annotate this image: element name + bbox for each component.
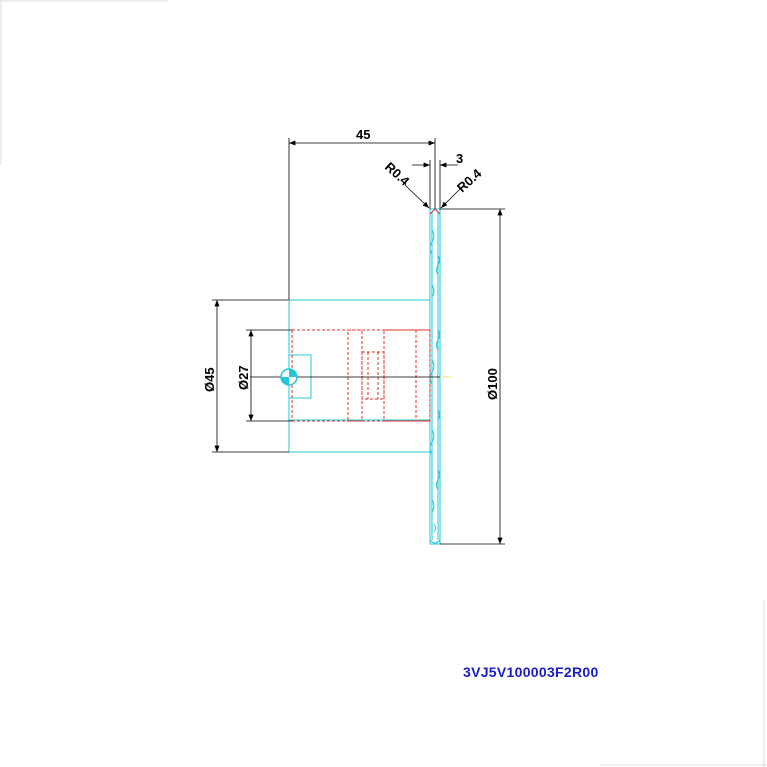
dim-label-r04-left: R0.4	[382, 159, 413, 189]
dimension-diameter-100	[440, 208, 505, 545]
dimension-diameter-45	[212, 299, 289, 453]
leader-radius-right	[440, 185, 464, 209]
dimension-diameter-27	[246, 329, 292, 422]
datum-circle-icon	[280, 368, 298, 386]
dim-label-3: 3	[456, 151, 463, 166]
dim-label-dia-45: Ø45	[202, 367, 217, 392]
leader-radius-left	[404, 184, 430, 209]
hidden-lines	[291, 329, 431, 422]
dimension-thickness-3	[412, 160, 458, 209]
part-outline	[288, 208, 441, 545]
dim-label-45: 45	[356, 127, 370, 142]
dim-label-dia-27: Ø27	[236, 365, 251, 390]
part-number-label: 3VJ5V100003F2R00	[463, 664, 599, 680]
dimension-width-45	[288, 138, 436, 300]
dim-label-dia-100: Ø100	[485, 368, 500, 400]
